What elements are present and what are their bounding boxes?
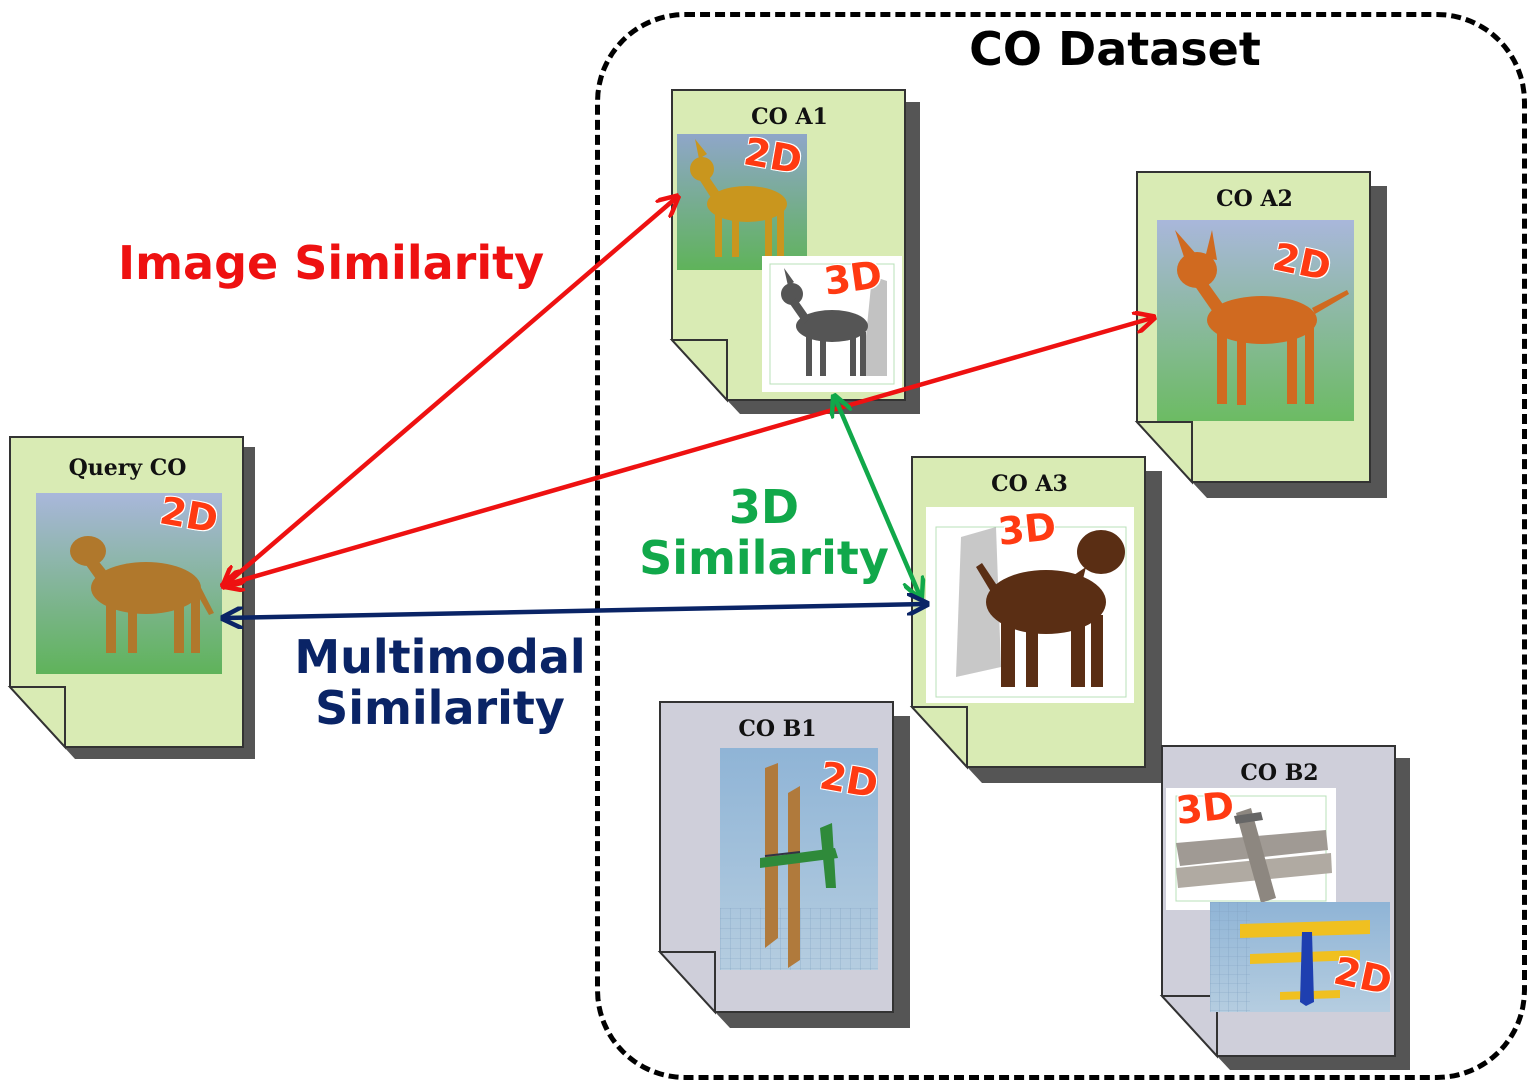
co-a1-dog-image <box>677 134 807 270</box>
image-similarity-label: Image Similarity <box>118 236 545 290</box>
3d-similarity-arrow <box>835 398 920 596</box>
dataset-title: CO Dataset <box>969 22 1261 76</box>
co-b1-document[interactable]: CO B1 2D <box>657 701 910 1028</box>
query-co-document[interactable]: Query CO 2D <box>7 436 255 759</box>
co-a2-dog-image <box>1157 220 1354 421</box>
query-dog-image <box>36 493 222 674</box>
3d-similarity-label: 3D Similarity <box>634 482 894 583</box>
co-a2-title: CO A2 <box>1216 186 1293 212</box>
co-b2-2d-plane-image <box>1210 902 1390 1012</box>
image-similarity-arrow-a2 <box>225 318 1152 585</box>
co-b2-document[interactable]: CO B2 3D 2D <box>1159 745 1410 1070</box>
co-b2-3d-plane-image <box>1166 788 1336 910</box>
multimodal-similarity-arrow <box>225 604 925 618</box>
co-b1-plane-image <box>720 748 878 970</box>
multimodal-similarity-label: Multimodal Similarity <box>290 632 590 733</box>
co-a1-title: CO A1 <box>751 104 828 130</box>
multimodal-label-line1: Multimodal <box>294 630 586 684</box>
query-co-title: Query CO <box>68 455 187 481</box>
co-b2-title: CO B2 <box>1240 760 1319 786</box>
multimodal-label-line2: Similarity <box>315 680 565 735</box>
co-b1-title: CO B1 <box>738 716 817 742</box>
3d-similarity-label-line2: Similarity <box>639 530 889 585</box>
co-a2-document[interactable]: CO A2 2D <box>1134 171 1387 498</box>
3d-similarity-label-line1: 3D <box>728 480 800 534</box>
